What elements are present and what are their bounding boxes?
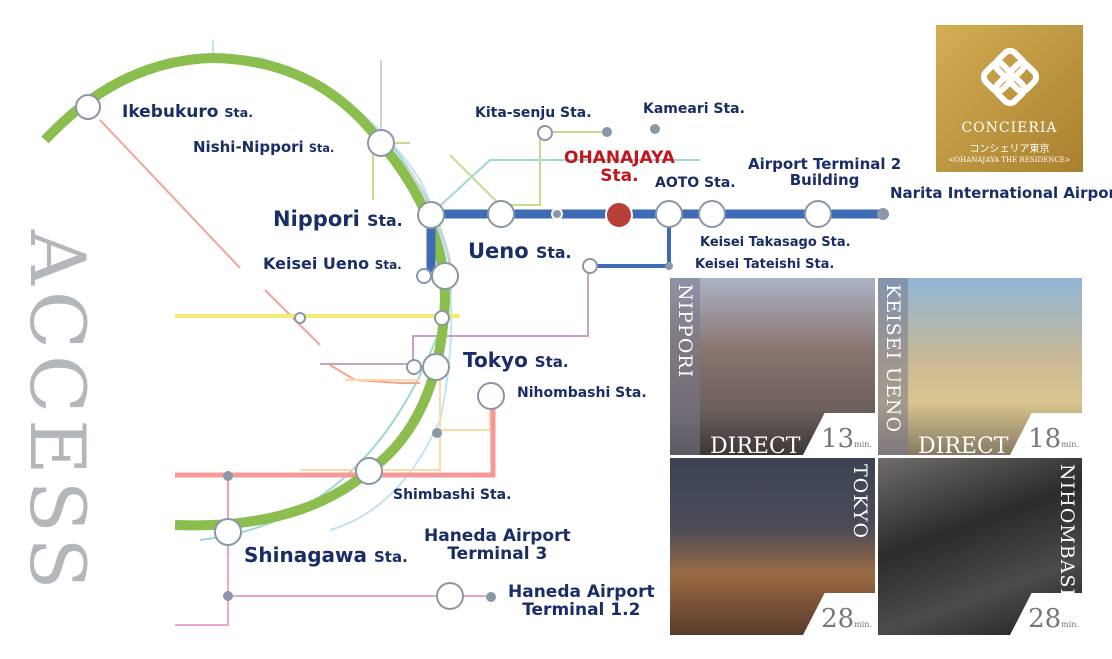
travel-time: 28min. — [821, 604, 872, 634]
label-keisei-tateishi: Keisei Tateishi Sta. — [695, 257, 835, 272]
photo-nihombashi: NIHOMBASHI 28min. — [878, 458, 1082, 635]
photo-nippori: NIPPORI DIRECT 13min. — [670, 278, 875, 455]
station-nishi-nippori — [367, 129, 395, 157]
line-orange — [300, 350, 491, 471]
station-dot-shimbashi-asakusa — [223, 471, 233, 481]
line-purple — [320, 266, 589, 365]
station-dot-kameari — [650, 124, 660, 134]
label-tokyo: Tokyo Sta. — [463, 348, 569, 372]
label-keisei-ueno: Keisei Ueno Sta. — [263, 254, 402, 273]
photo-tokyo: TOKYO 28min. — [670, 458, 875, 635]
station-keisei-ueno-2 — [487, 200, 515, 228]
label-nishi-nippori: Nishi-Nippori Sta. — [193, 138, 335, 156]
travel-time: 18min. — [1028, 424, 1079, 454]
station-keisei-takasago — [698, 200, 726, 228]
station-dot-keikyu — [223, 591, 233, 601]
station-nihombashi — [477, 382, 505, 410]
label-ueno: Ueno Sta. — [468, 239, 572, 263]
station-akihabara — [294, 312, 306, 324]
station-dot-ginza — [432, 428, 442, 438]
station-aoto — [655, 200, 683, 228]
yamanote-line — [41, 52, 451, 531]
station-dot-tateishi — [665, 262, 673, 270]
label-nihombashi: Nihombashi Sta. — [517, 385, 647, 401]
label-nippori: Nippori Sta. — [273, 207, 403, 231]
station-shinagawa — [214, 518, 242, 546]
station-keisei-tateishi-stop — [582, 258, 598, 274]
station-ueno — [431, 262, 459, 290]
concieria-logo: CONCIERIA コンシェリア東京 <OHANAJAYA THE RESIDE… — [936, 25, 1083, 172]
station-dot-kitasenju2 — [602, 127, 612, 137]
photo-keisei-ueno: KEISEI UENO DIRECT 18min. — [878, 278, 1082, 455]
logo-emblem-icon — [980, 47, 1040, 107]
line-pink-asakusa — [175, 400, 496, 478]
label-aoto: AOTO Sta. — [655, 175, 736, 191]
station-tokyo-small — [406, 359, 422, 375]
station-tokyo — [422, 353, 450, 381]
station-nippori — [417, 201, 445, 229]
station-haneda-t3 — [436, 582, 464, 610]
label-shinagawa: Shinagawa Sta. — [244, 543, 408, 567]
label-kameari: Kameari Sta. — [643, 101, 745, 117]
station-dot-machiya — [551, 208, 563, 220]
station-kita-senju — [537, 125, 553, 141]
station-keisei-ueno — [416, 268, 432, 284]
station-dot-narita — [877, 208, 889, 220]
station-airport-t2 — [804, 200, 832, 228]
label-ikebukuro: Ikebukuro Sta. — [122, 102, 254, 122]
station-okachimachi — [434, 310, 450, 326]
travel-time: 13min. — [821, 424, 872, 454]
station-shimbashi — [355, 457, 383, 485]
label-keisei-takasago: Keisei Takasago Sta. — [700, 235, 851, 250]
label-shimbashi: Shimbashi Sta. — [393, 487, 512, 503]
label-narita: Narita International Airport — [890, 184, 1112, 202]
station-ikebukuro — [75, 94, 101, 120]
station-dot-haneda-t12 — [486, 592, 496, 602]
label-kita-senju: Kita-senju Sta. — [475, 105, 592, 121]
travel-time: 28min. — [1028, 604, 1079, 634]
station-ohanajaya — [605, 201, 633, 229]
